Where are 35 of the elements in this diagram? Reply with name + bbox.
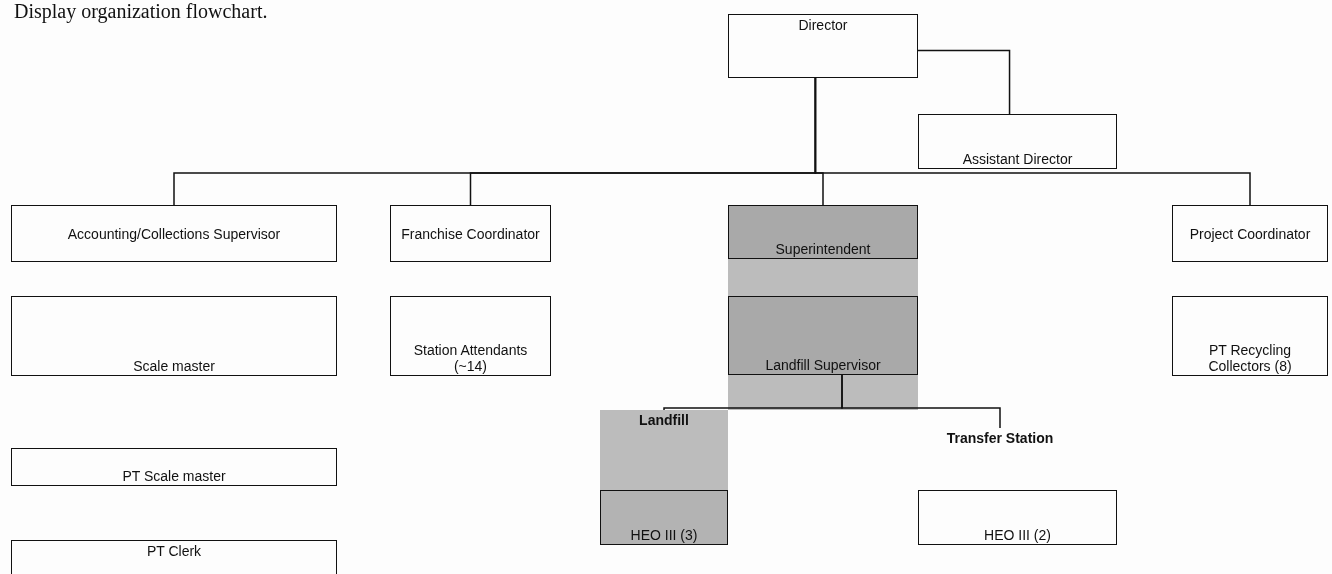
org-box — [1172, 296, 1328, 376]
box-label: Franchise Coordinator — [401, 226, 540, 242]
org-box — [1172, 205, 1328, 262]
org-box — [390, 205, 551, 262]
org-box — [728, 14, 918, 78]
org-box — [11, 448, 337, 486]
connector-line — [841, 374, 1001, 429]
shaded-column — [600, 410, 728, 545]
org-box — [390, 296, 551, 376]
connector-line — [917, 49, 1011, 115]
box-label: PT Clerk — [146, 543, 202, 559]
box-label: Director — [798, 17, 848, 33]
box-label: Station Attendants (~14) — [412, 342, 529, 374]
org-box — [728, 205, 918, 259]
box-label: HEO III (3) — [630, 527, 698, 543]
box-label: Accounting/Collections Supervisor — [67, 226, 281, 242]
box-label: Scale master — [133, 358, 215, 374]
box-label: Landfill Supervisor — [765, 357, 881, 373]
org-box — [918, 490, 1117, 545]
box-label: PT Recycling Collectors (8) — [1207, 342, 1293, 374]
org-box — [600, 490, 728, 545]
connector-line — [814, 77, 1251, 206]
box-label: Transfer Station — [946, 430, 1054, 446]
org-box — [728, 296, 918, 375]
box-label: Superintendent — [775, 241, 871, 257]
box-label: HEO III (2) — [984, 527, 1051, 543]
box-label: PT Scale master — [122, 468, 226, 484]
page-title: Display organization flowchart. — [14, 0, 268, 22]
box-label: Landfill — [639, 412, 689, 428]
org-box — [11, 296, 337, 376]
org-box — [918, 114, 1117, 169]
org-box — [11, 205, 337, 262]
org-box — [11, 540, 337, 574]
box-label: Project Coordinator — [1189, 226, 1311, 242]
box-label: Assistant Director — [962, 151, 1073, 167]
